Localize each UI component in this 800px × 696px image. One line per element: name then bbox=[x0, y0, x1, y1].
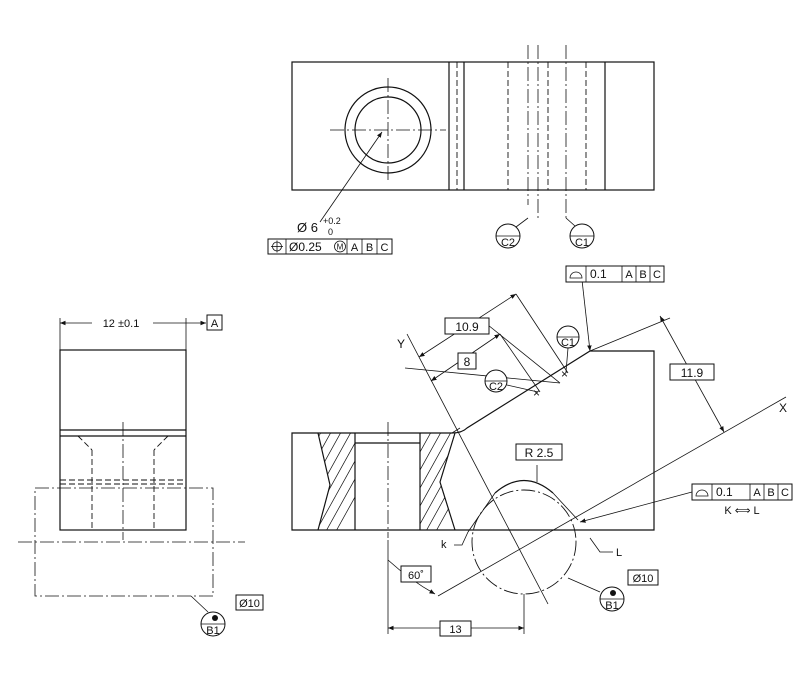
hole-tol-lower: 0 bbox=[328, 227, 333, 237]
svg-text:C2: C2 bbox=[501, 237, 515, 249]
datum-target-c2-front: C2 bbox=[484, 369, 539, 393]
dim-13-box bbox=[439, 620, 472, 637]
dim-13-label: 13 bbox=[449, 624, 461, 636]
label-l: L bbox=[616, 547, 622, 559]
datum-target-c2-top: C2 bbox=[495, 217, 529, 249]
x-axis-label: X bbox=[779, 401, 787, 415]
svg-text:B1: B1 bbox=[605, 600, 618, 612]
svg-text:B: B bbox=[767, 487, 774, 499]
svg-text:C: C bbox=[653, 269, 661, 281]
svg-text:×: × bbox=[561, 367, 568, 381]
profile-top-tolerance: 0.1 bbox=[590, 267, 607, 281]
width-dimension: 12 ±0.1 bbox=[103, 318, 140, 330]
radius-arc bbox=[494, 480, 554, 494]
top-view: Ø 6 +0.2 0 Ø0.25 M A B C C2 bbox=[267, 45, 655, 255]
between-label: K ⟺ L bbox=[724, 505, 759, 517]
front-view-outline bbox=[291, 350, 655, 531]
hole-tol-upper: +0.2 bbox=[323, 216, 341, 226]
dim-10-9-box bbox=[444, 317, 490, 335]
angle-box bbox=[400, 565, 432, 583]
svg-text:C: C bbox=[781, 487, 789, 499]
datum-target-c1-front: C1 bbox=[556, 325, 580, 373]
x-axis-line bbox=[437, 396, 787, 597]
svg-text:B1: B1 bbox=[206, 625, 219, 637]
svg-text:C1: C1 bbox=[575, 237, 589, 249]
b1-size-label: Ø10 bbox=[239, 598, 260, 610]
dim-11-9-box bbox=[669, 363, 715, 381]
top-view-outline bbox=[291, 61, 655, 191]
datum-a-box bbox=[206, 314, 223, 331]
hole-leader bbox=[319, 131, 383, 223]
profile-tolerance-frame-right: 0.1 A B C bbox=[691, 483, 793, 501]
front-view: Y X k L R 2.5 60˚ 13 B1 Ø1 bbox=[291, 265, 793, 637]
dim-11-9-label: 11.9 bbox=[681, 366, 704, 380]
b1-size-box bbox=[235, 594, 264, 611]
position-tolerance-frame: Ø0.25 M A B C bbox=[267, 238, 393, 255]
position-datum-c: C bbox=[381, 242, 389, 254]
mmc-modifier: M bbox=[337, 243, 344, 252]
svg-text:C2: C2 bbox=[489, 381, 503, 393]
b1-size-box-front bbox=[627, 569, 659, 586]
cylinder-b1-phantom bbox=[471, 489, 577, 595]
radius-label: R 2.5 bbox=[525, 446, 554, 460]
svg-text:×: × bbox=[533, 386, 540, 400]
target-point-icon bbox=[212, 615, 218, 621]
datum-target-b1-side: B1 bbox=[200, 611, 226, 637]
side-view: 12 ±0.1 A B1 Ø10 bbox=[18, 314, 264, 637]
label-k: k bbox=[441, 539, 447, 551]
svg-text:A: A bbox=[753, 487, 761, 499]
datum-a-label: A bbox=[211, 318, 219, 330]
profile-surface-icon bbox=[695, 489, 709, 497]
b1-size-label-front: Ø10 bbox=[633, 573, 654, 585]
target-point-icon bbox=[610, 590, 616, 596]
dim-10-9-label: 10.9 bbox=[455, 320, 479, 334]
y-axis-line bbox=[406, 333, 549, 605]
dim-8-label: 8 bbox=[464, 355, 471, 369]
mmc-icon bbox=[334, 240, 346, 253]
profile-right-tolerance: 0.1 bbox=[716, 485, 733, 499]
position-tolerance-value: Ø0.25 bbox=[289, 240, 322, 254]
position-datum-b: B bbox=[366, 242, 373, 254]
radius-box bbox=[515, 443, 563, 461]
y-axis-label: Y bbox=[397, 337, 405, 351]
datum-target-c1-top: C1 bbox=[565, 217, 595, 249]
position-datum-a: A bbox=[351, 242, 359, 254]
profile-surface-icon bbox=[569, 271, 583, 279]
profile-tolerance-frame-top: 0.1 A B C bbox=[565, 265, 665, 283]
dim-8-box bbox=[457, 352, 477, 370]
svg-text:B: B bbox=[639, 269, 646, 281]
angle-label: 60˚ bbox=[408, 570, 424, 582]
hole-diameter-label: Ø 6 bbox=[297, 220, 318, 235]
datum-target-b1-front: B1 bbox=[599, 586, 625, 612]
side-view-outline bbox=[59, 349, 187, 531]
svg-text:C1: C1 bbox=[561, 337, 575, 349]
position-icon bbox=[271, 240, 283, 253]
svg-text:A: A bbox=[625, 269, 633, 281]
